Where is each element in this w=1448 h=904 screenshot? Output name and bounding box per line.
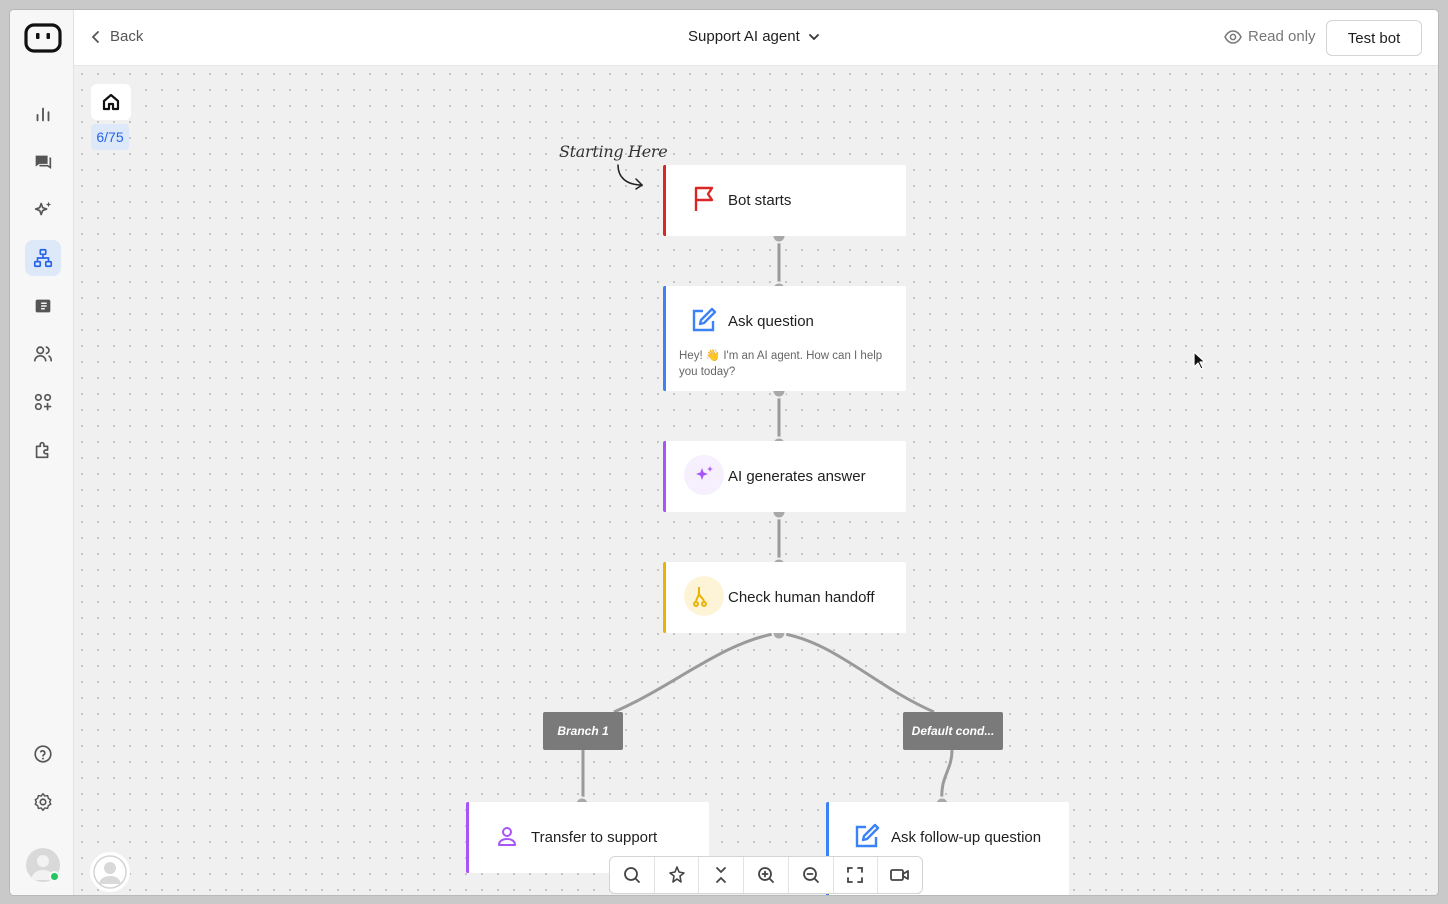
- record-video-button[interactable]: [878, 857, 922, 893]
- collapse-button[interactable]: [699, 857, 745, 893]
- zoom-out-button[interactable]: [789, 857, 834, 893]
- zoom-in-icon: [758, 867, 774, 883]
- fit-view-icon: [847, 867, 864, 883]
- collaborator-avatar[interactable]: [90, 852, 130, 892]
- sidebar-item-ai[interactable]: [25, 192, 61, 228]
- mouse-cursor-icon: [1193, 351, 1206, 370]
- edit-icon: [847, 816, 887, 856]
- bot-selector[interactable]: Support AI agent: [688, 28, 820, 45]
- flag-icon: [684, 179, 724, 219]
- flow-chart-icon: [33, 248, 53, 268]
- sidebar-item-chats[interactable]: [25, 144, 61, 180]
- sparkles-icon: [684, 455, 724, 495]
- apps-icon: [34, 393, 52, 411]
- users-icon: [33, 346, 53, 362]
- sidebar-item-tickets[interactable]: [25, 288, 61, 324]
- default-condition-label[interactable]: Default cond...: [903, 712, 1003, 750]
- zoom-out-icon: [802, 867, 819, 883]
- help-icon: [34, 745, 52, 763]
- back-label: Back: [110, 28, 144, 45]
- settings-icon: [34, 793, 52, 811]
- fit-view-button[interactable]: [834, 857, 879, 893]
- auto-layout-button[interactable]: [655, 857, 700, 893]
- sparkles-icon: [34, 201, 52, 216]
- node-label: Bot starts: [728, 192, 792, 209]
- sidebar-item-integrations[interactable]: [25, 384, 61, 420]
- chevron-down-icon: [808, 33, 819, 40]
- auto-layout-icon: [668, 866, 685, 883]
- ticket-icon: [35, 299, 51, 313]
- sidebar-item-settings[interactable]: [25, 784, 61, 820]
- node-label: AI generates answer: [728, 468, 866, 485]
- node-ask-question[interactable]: Ask question Hey! 👋 I'm an AI agent. How…: [663, 286, 906, 391]
- node-label: Check human handoff: [728, 589, 875, 606]
- flow-canvas[interactable]: 6/75 Starting Here: [74, 66, 1438, 895]
- node-check-human-handoff[interactable]: Check human handoff: [663, 562, 906, 633]
- person-icon: [487, 816, 527, 856]
- canvas-toolbar: [609, 856, 923, 894]
- home-icon: [102, 93, 120, 111]
- annotation-arrow-icon: [617, 164, 644, 190]
- sidebar-item-help[interactable]: [25, 736, 61, 772]
- sidebar-item-analytics[interactable]: [25, 96, 61, 132]
- node-label: Ask follow-up question: [891, 829, 1042, 846]
- branch-icon: [684, 576, 724, 616]
- node-label: Ask question: [728, 313, 814, 330]
- branch-1-label[interactable]: Branch 1: [543, 712, 623, 750]
- user-avatar-icon: [93, 855, 127, 889]
- chat-icon: [35, 155, 52, 170]
- puzzle-icon: [35, 441, 49, 459]
- video-icon: [890, 869, 910, 881]
- read-only-indicator: Read only: [1224, 28, 1316, 45]
- node-bot-starts[interactable]: Bot starts: [663, 165, 906, 236]
- collapse-icon: [716, 867, 727, 883]
- bot-title: Support AI agent: [688, 28, 800, 45]
- node-label: Transfer to support: [531, 829, 658, 846]
- chevron-left-icon: [91, 30, 99, 43]
- node-ai-generates-answer[interactable]: AI generates answer: [663, 441, 906, 512]
- eye-icon: [1224, 29, 1242, 44]
- node-message: Hey! 👋 I'm an AI agent. How can I help y…: [679, 350, 883, 378]
- search-button[interactable]: [610, 857, 655, 893]
- app-window: Back Support AI agent Read only Test bot…: [10, 10, 1438, 895]
- sidebar-item-extensions[interactable]: [25, 432, 61, 468]
- sidebar: [10, 10, 74, 895]
- node-counter: 6/75: [91, 124, 129, 150]
- read-only-label: Read only: [1248, 28, 1316, 45]
- zoom-in-button[interactable]: [744, 857, 789, 893]
- app-logo[interactable]: [24, 22, 62, 54]
- online-status-dot: [49, 871, 60, 882]
- top-bar: Back Support AI agent Read only Test bot: [74, 10, 1438, 66]
- starting-here-annotation: Starting Here: [559, 142, 668, 161]
- search-icon: [623, 867, 640, 883]
- home-button[interactable]: [91, 84, 131, 120]
- sidebar-item-flows[interactable]: [25, 240, 61, 276]
- edit-icon: [684, 300, 724, 340]
- test-bot-button[interactable]: Test bot: [1326, 20, 1422, 56]
- bar-chart-icon: [36, 107, 50, 122]
- sidebar-item-contacts[interactable]: [25, 336, 61, 372]
- back-button[interactable]: Back: [90, 28, 143, 45]
